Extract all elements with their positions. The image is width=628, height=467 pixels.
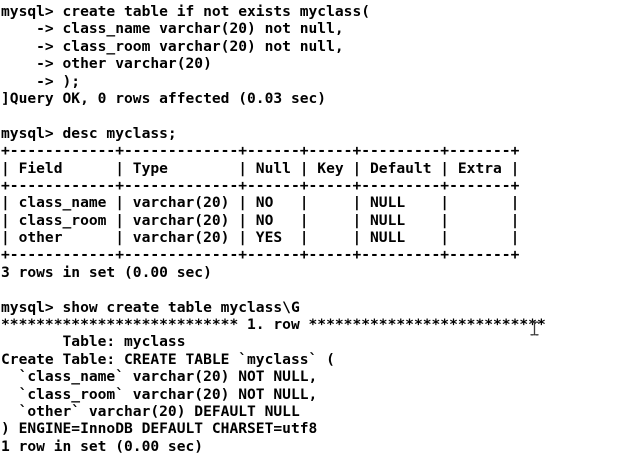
terminal-line: `class_name` varchar(20) NOT NULL, [1, 368, 318, 386]
terminal-line: ) ENGINE=InnoDB DEFAULT CHARSET=utf8 [1, 420, 318, 438]
terminal-line [1, 281, 628, 298]
terminal-line: 3 rows in set (0.00 sec) [1, 263, 212, 281]
terminal-line: mysql> create table if not exists myclas… [1, 3, 371, 20]
terminal-line: +------------+-------------+------+-----… [1, 176, 520, 194]
terminal-line: Create Table: CREATE TABLE `myclass` ( [1, 350, 335, 368]
terminal-line [1, 107, 628, 124]
terminal-line: mysql> desc myclass; [1, 124, 177, 142]
terminal-line: -> class_name varchar(20) not null, [1, 20, 344, 38]
terminal-line: *************************** 1. row *****… [1, 316, 546, 334]
terminal-line: 1 row in set (0.00 sec) [1, 437, 204, 455]
terminal-line: ]Query OK, 0 rows affected (0.03 sec) [1, 89, 327, 107]
terminal-line: | class_room | varchar(20) | NO | | NULL… [1, 211, 520, 229]
terminal-line: | other | varchar(20) | YES | | NULL | | [1, 229, 520, 247]
terminal-line: | Field | Type | Null | Key | Default | … [1, 159, 520, 177]
terminal-line: +------------+-------------+------+-----… [1, 142, 520, 160]
terminal-line: -> class_room varchar(20) not null, [1, 37, 344, 55]
terminal-line: mysql> show create table myclass\G [1, 298, 300, 316]
terminal-line: `other` varchar(20) DEFAULT NULL [1, 402, 300, 420]
terminal-line: Table: myclass [1, 333, 186, 351]
terminal-line: | class_name | varchar(20) | NO | | NULL… [1, 194, 520, 212]
terminal-line: +------------+-------------+------+-----… [1, 246, 520, 264]
terminal-output: mysql> create table if not exists myclas… [1, 3, 628, 455]
terminal-line: `class_room` varchar(20) NOT NULL, [1, 385, 318, 403]
terminal-line: -> ); [1, 72, 81, 90]
terminal-line: -> other varchar(20) [1, 55, 212, 73]
